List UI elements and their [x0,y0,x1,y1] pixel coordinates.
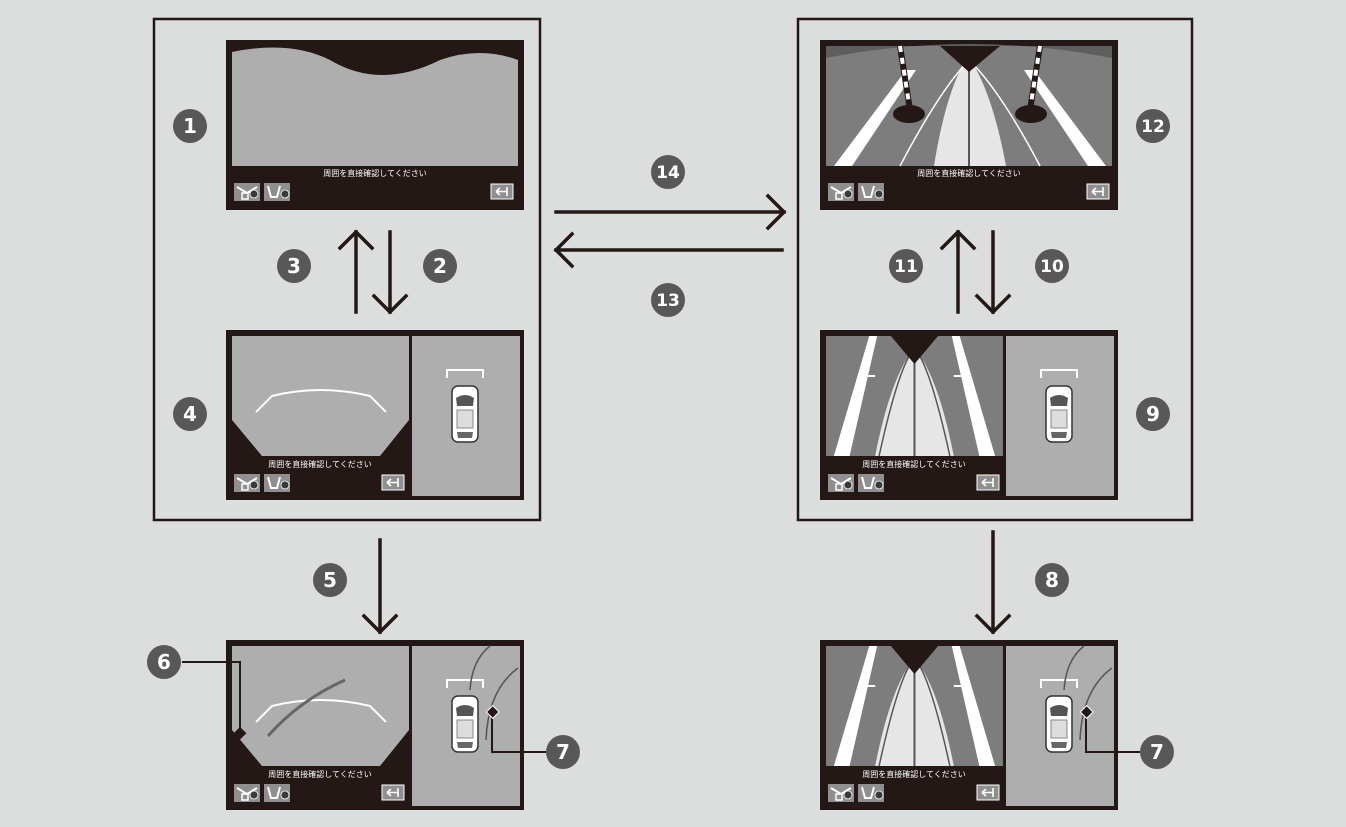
badge-12: 12 [1136,109,1170,143]
badge-2: 2 [423,249,457,283]
badge-10: 10 [1035,249,1069,283]
screen-bottom-right-message: 周囲を直接確認してください [862,769,966,779]
badge-9: 9 [1136,397,1170,431]
exit-icon[interactable] [976,784,1000,801]
exit-icon[interactable] [1086,183,1110,200]
screen-9-message: 周囲を直接確認してください [862,459,966,469]
svg-text:14: 14 [656,163,680,183]
svg-text:8: 8 [1045,568,1059,592]
badge-11: 11 [889,249,923,283]
arrow-up-right [939,229,977,314]
screen-4-message: 周囲を直接確認してください [268,459,372,469]
screen-front-road: 周囲を直接確認してください [820,40,1118,210]
screen-rear-guide: 周囲を直接確認してください [226,640,524,810]
arrow-left-13 [553,231,784,269]
badge-13: 13 [651,283,685,317]
callout-7a-leader [491,712,546,753]
svg-text:9: 9 [1146,402,1160,426]
badge-6: 6 [147,645,181,679]
exit-icon[interactable] [490,183,514,200]
svg-text:12: 12 [1141,117,1165,137]
badge-7b: 7 [1140,735,1174,769]
left-group-frame [152,17,542,522]
road-view [825,335,1004,457]
callout-6-leader [182,661,241,734]
exit-icon[interactable] [381,474,405,491]
badge-3: 3 [277,249,311,283]
arrow-down-5 [361,538,399,635]
exit-icon[interactable] [976,474,1000,491]
svg-text:2: 2 [433,254,447,278]
badge-5: 5 [313,563,347,597]
badge-7a: 7 [546,735,580,769]
screen-road-guide: 周囲を直接確認してください [820,640,1118,810]
callout-7b-leader [1085,712,1140,753]
svg-text:11: 11 [894,257,918,277]
svg-text:3: 3 [287,254,301,278]
arrow-right-14 [554,193,787,231]
badge-8: 8 [1035,563,1069,597]
svg-text:6: 6 [157,650,171,674]
badge-14: 14 [651,155,685,189]
svg-text:5: 5 [323,568,337,592]
screen-road-split: 周囲を直接確認してください [820,330,1118,500]
svg-text:4: 4 [183,402,197,426]
arrow-up-left [337,229,375,314]
badge-4: 4 [173,397,207,431]
svg-text:10: 10 [1040,257,1064,277]
exit-icon[interactable] [381,784,405,801]
screen-1-message: 周囲を直接確認してください [323,168,427,178]
svg-text:7: 7 [1150,740,1164,764]
screen-12-message: 周囲を直接確認してください [917,168,1021,178]
svg-text:13: 13 [656,291,680,311]
arrow-down-left [371,230,409,315]
arrow-down-8 [974,530,1012,635]
arrow-down-right [974,230,1012,315]
svg-text:1: 1 [183,114,197,138]
right-group-frame [796,17,1194,522]
screen-6-message: 周囲を直接確認してください [268,769,372,779]
svg-text:7: 7 [556,740,570,764]
screen-rear-split: 周囲を直接確認してください [226,330,524,500]
screen-front-wide: 周囲を直接確認してください [226,40,524,210]
road-view [825,645,1004,767]
badge-1: 1 [173,109,207,143]
